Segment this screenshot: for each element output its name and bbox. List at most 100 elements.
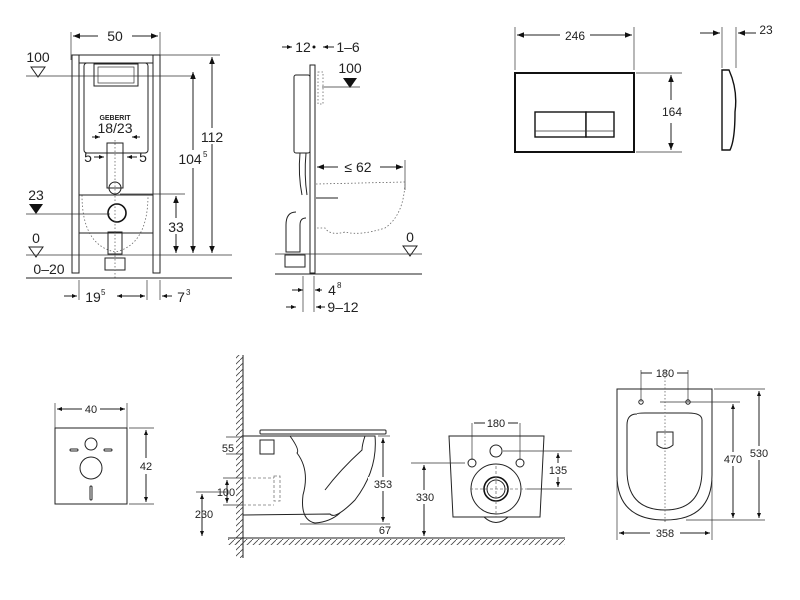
label-bg xyxy=(746,446,772,460)
label-bg xyxy=(202,128,226,144)
bottom-left-sup: 5 xyxy=(101,288,106,297)
flush-button-large xyxy=(534,111,587,138)
frame-top-rail xyxy=(78,54,154,64)
level-marker-open-icon xyxy=(28,246,44,258)
pad-slot xyxy=(89,485,93,501)
flush-hose xyxy=(304,152,308,196)
offset-left-label: 5 xyxy=(84,149,92,165)
foot-depth-label: 4 xyxy=(328,282,336,298)
toilet-back-view: 180 135 330 xyxy=(410,418,572,545)
pad-width-label: 40 xyxy=(85,404,97,416)
toilet-bowl-outline xyxy=(242,435,376,516)
flush-inlet xyxy=(489,444,503,458)
dimension-point xyxy=(312,45,316,49)
pad-height-label: 42 xyxy=(140,461,152,473)
floor-hatch xyxy=(228,539,410,545)
inlet-offset-label: 135 xyxy=(549,465,567,477)
frame-height-label: 112 xyxy=(201,129,224,145)
bolt-outline xyxy=(273,475,281,502)
offset-right-label: 5 xyxy=(139,149,147,165)
floor-hatch xyxy=(410,539,565,545)
floor-range-label: 0–20 xyxy=(33,261,64,277)
side-level-top-label: 100 xyxy=(338,60,362,76)
bolt-hole xyxy=(638,399,644,405)
seat-length-label: 470 xyxy=(724,454,742,466)
toilet-seat xyxy=(259,429,387,435)
toilet-side-view: 55 100 230 353 67 xyxy=(195,355,410,558)
back-bolt-spacing-label: 180 xyxy=(487,418,505,430)
toilet-rim xyxy=(483,516,509,523)
label-bg xyxy=(368,477,398,491)
wall-hatch xyxy=(236,355,243,558)
bowl-opening xyxy=(656,431,674,449)
bottom-right-label: 7 xyxy=(177,289,185,305)
flush-inlet xyxy=(259,439,275,455)
back-drain-height-label: 330 xyxy=(416,492,434,504)
drain-height-label: 33 xyxy=(168,219,184,235)
toilet-trap xyxy=(324,435,366,491)
bolt-spacing-label: 100 xyxy=(217,487,235,499)
insulation-pad xyxy=(54,427,128,505)
total-length-label: 530 xyxy=(750,448,768,460)
frame-front-view: 50 GEBERIT 18/23 5 5 100 23 xyxy=(26,28,232,305)
side-level-floor-label: 0 xyxy=(406,229,414,245)
pad-bolt-slot xyxy=(69,448,79,452)
cistern xyxy=(83,62,149,154)
flush-plate-profile xyxy=(721,69,737,151)
frame-profile xyxy=(309,64,316,274)
brand-logo: GEBERIT xyxy=(99,115,131,122)
pad-bolt-slot xyxy=(103,448,113,452)
frame-depth-label: 12 xyxy=(295,39,311,55)
label-bg xyxy=(546,463,572,477)
label-bg xyxy=(178,150,208,168)
toilet-top-view: 180 470 530 358 xyxy=(616,368,772,540)
foot-depth-sup: 8 xyxy=(337,281,342,290)
pad-drain-hole xyxy=(79,456,103,480)
toilet-top-outline xyxy=(616,388,713,521)
level-marker-filled-icon xyxy=(29,204,43,214)
plate-height-label: 164 xyxy=(662,105,682,119)
flush-pipe xyxy=(106,142,124,189)
bolt-height-label: 230 xyxy=(195,509,213,521)
bottom-right-sup: 3 xyxy=(186,288,191,297)
frame-upright-left xyxy=(71,54,80,274)
flush-hose xyxy=(298,152,303,196)
label-bg xyxy=(166,218,186,234)
toilet-bowl-inner xyxy=(289,435,341,524)
wall-range-label: 9–12 xyxy=(327,299,358,315)
drain-elbow xyxy=(285,211,307,253)
drain-connector xyxy=(107,203,127,223)
rim-gap-label: 67 xyxy=(379,525,391,537)
actuator-height-label: 104 xyxy=(178,151,202,167)
bolt-hole xyxy=(515,458,525,468)
level-top-label: 100 xyxy=(26,49,50,65)
drain-socket xyxy=(284,254,306,268)
toilet-back-outline xyxy=(448,435,545,518)
level-floor-label: 0 xyxy=(32,230,40,246)
bowl-outline xyxy=(81,194,149,253)
bowl-projection-label: ≤ 62 xyxy=(344,159,371,175)
plate-gap-label: 1–6 xyxy=(336,39,360,55)
insulation-pad-view: 40 42 xyxy=(54,403,154,505)
bolt-hole xyxy=(467,458,477,468)
bottom-left-label: 19 xyxy=(85,289,101,305)
plate-width-label: 246 xyxy=(565,29,585,43)
frame-width-label: 50 xyxy=(107,28,123,44)
plate-thickness-label: 23 xyxy=(759,23,773,37)
service-opening xyxy=(93,63,139,87)
actuator-height-sup: 5 xyxy=(203,150,208,159)
flush-plate-outline xyxy=(317,71,324,105)
level-marker-filled-icon xyxy=(343,78,357,88)
bowl-height-label: 353 xyxy=(374,479,392,491)
flush-opening-label: 18/23 xyxy=(97,120,132,136)
service-opening-inner xyxy=(97,66,135,84)
pad-flush-hole xyxy=(84,437,98,451)
bowl-outline xyxy=(315,181,406,234)
flush-plate-view: 246 164 23 xyxy=(514,23,773,153)
label-bg xyxy=(412,490,438,504)
frame-upright-right xyxy=(152,54,161,274)
level-marker-open-icon xyxy=(30,66,46,78)
frame-side-view: 12 1–6 100 ≤ 62 0 4 8 9–12 xyxy=(275,39,422,315)
toilet-width-label: 358 xyxy=(656,528,674,540)
